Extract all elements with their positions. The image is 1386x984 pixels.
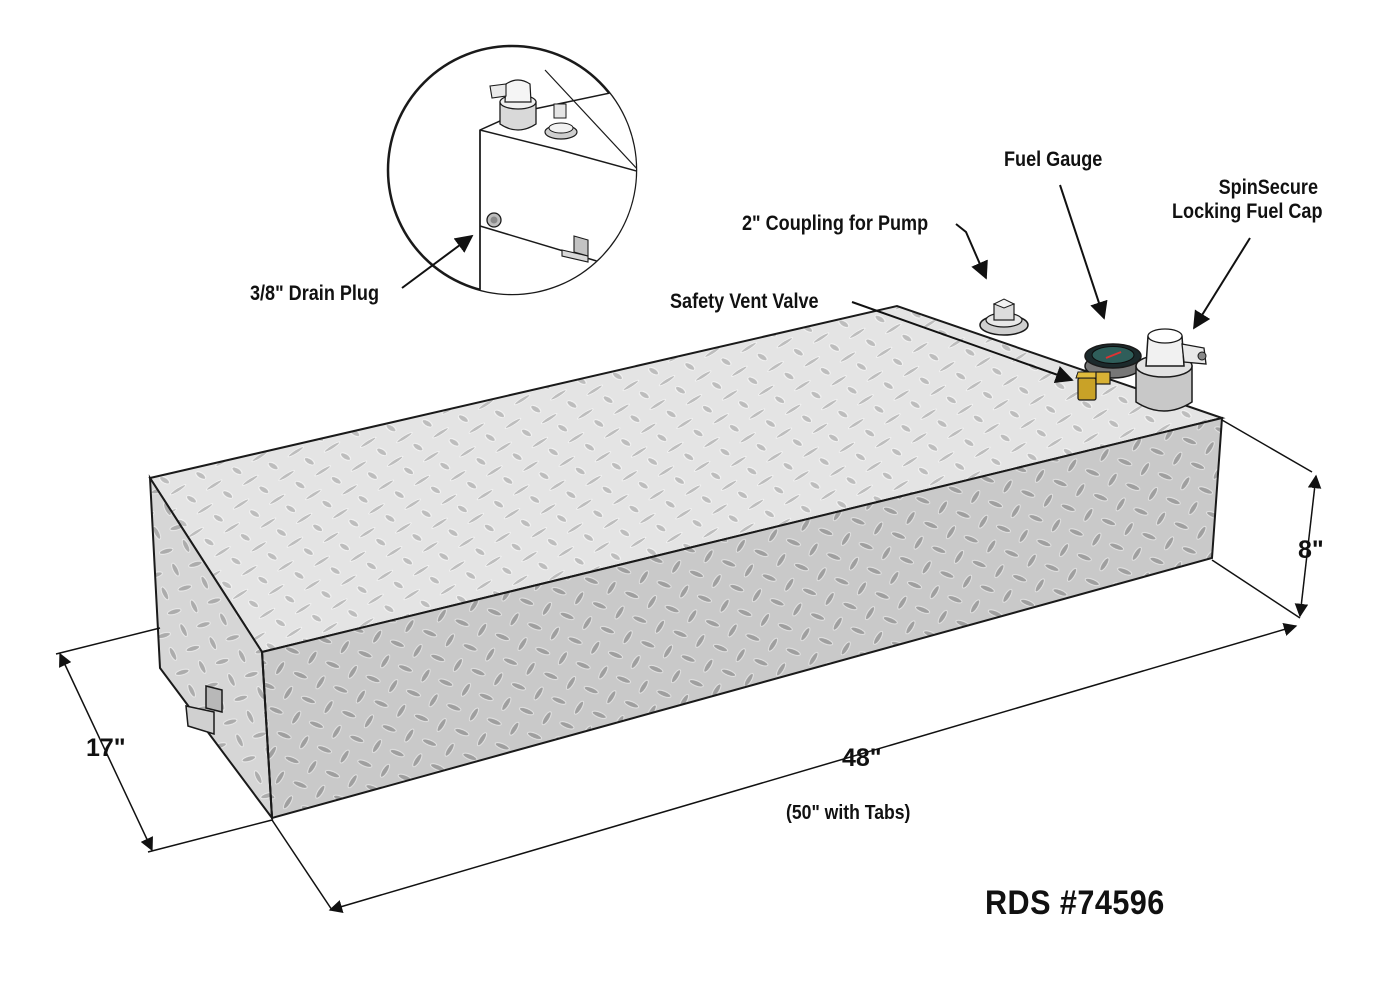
locking-fuel-cap [1135, 328, 1207, 412]
locking-cap-arrow [1193, 237, 1251, 330]
length-dimension-label: 48" [842, 744, 882, 772]
drain-plug-label: 3/8" Drain Plug [250, 282, 379, 305]
dimension-lines [55, 419, 1322, 914]
fuel-gauge-arrow [1059, 184, 1108, 320]
fuel-gauge-label: Fuel Gauge [1004, 148, 1103, 171]
length-dimension-note: (50" with Tabs) [786, 802, 911, 824]
height-dimension-arrow [1294, 474, 1322, 618]
part-number: RDS #74596 [985, 884, 1165, 922]
locking-cap-label-line1: SpinSecure [1218, 176, 1318, 199]
drain-plug-detail-inset [386, 44, 638, 296]
length-dimension-arrow [328, 622, 1298, 914]
vent-valve-arrow [851, 301, 1074, 384]
depth-dimension-arrow [59, 652, 153, 852]
vent-valve-label: Safety Vent Valve [670, 290, 819, 313]
coupling-label: 2" Coupling for Pump [742, 212, 929, 235]
coupling-arrow [955, 223, 988, 280]
depth-dimension-label: 17" [86, 734, 126, 762]
drain-plug-arrow [401, 234, 474, 289]
callout-arrows [401, 184, 1251, 384]
mounting-tab [185, 685, 223, 736]
locking-cap-label-line2: Locking Fuel Cap [1172, 200, 1323, 224]
safety-vent-valve [1075, 371, 1111, 401]
fuel-tank [148, 304, 1226, 822]
pump-coupling [979, 298, 1029, 336]
height-dimension-label: 8" [1298, 536, 1324, 564]
locking-cap-label: SpinSecure Locking Fuel Cap [1172, 176, 1344, 224]
